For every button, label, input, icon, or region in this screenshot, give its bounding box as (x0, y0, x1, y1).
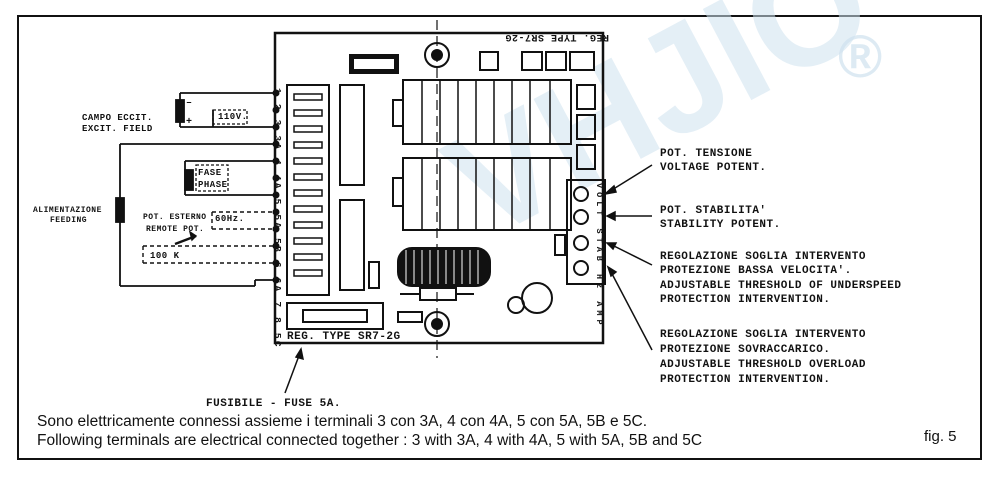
electrolytic-cap-large (521, 282, 553, 314)
label-overload-en-1: ADJUSTABLE THRESHOLD OVERLOAD (660, 359, 866, 371)
label-excit-field: EXCIT. FIELD (82, 124, 153, 134)
label-pot-stabilita: POT. STABILITA' (660, 205, 767, 217)
label-pot-esterno: POT. ESTERNO (143, 213, 207, 222)
label-underspeed-en-2: PROTECTION INTERVENTION. (660, 294, 831, 306)
label-alimentazione: ALIMENTAZIONE (33, 206, 102, 215)
terminal-strip-labels: 1 2 3 3A 4 4A 5 5A 5B 6 6A 7 8 5C (272, 88, 283, 349)
pot-hz (573, 235, 589, 251)
fuse (302, 309, 368, 323)
wiring-feeding (115, 143, 276, 287)
figure-frame (17, 15, 982, 460)
pot-amp (573, 260, 589, 276)
label-overload-en-2: PROTECTION INTERVENTION. (660, 374, 831, 386)
top-component-3 (521, 51, 543, 71)
label-overload-it-1: REGOLAZIONE SOGLIA INTERVENTO (660, 329, 866, 341)
label-minus: – (186, 98, 193, 109)
label-underspeed-it-2: PROTEZIONE BASSA VELOCITA'. (660, 265, 852, 277)
resistor (419, 287, 457, 301)
adjust-panel (566, 179, 606, 285)
label-overload-it-2: PROTEZIONE SOVRACCARICO. (660, 344, 831, 356)
label-fase: FASE (198, 168, 222, 178)
label-stability-potent: STABILITY POTENT. (660, 219, 781, 231)
label-underspeed-en-1: ADJUSTABLE THRESHOLD OF UNDERSPEED (660, 280, 902, 292)
mounting-hole-bottom (424, 311, 450, 337)
small-component (368, 261, 380, 289)
capacitor-lower (339, 199, 365, 291)
mounting-hole-top (424, 42, 450, 68)
heatsink-lower (402, 157, 572, 231)
top-component-5 (569, 51, 595, 71)
fuse-holder (286, 302, 384, 330)
watermark-registered-mark: ® (838, 23, 883, 90)
figure-number: fig. 5 (924, 428, 957, 445)
label-110v: 110V. (218, 112, 248, 122)
label-60hz: 60Hz. (215, 214, 245, 224)
label-100k: 100 K (150, 251, 180, 261)
wiring-remote-pot (142, 211, 276, 264)
adjust-strip-labels: VOLT STAB Hz AMP (594, 183, 604, 329)
label-pot-tensione: POT. TENSIONE (660, 148, 753, 160)
label-underspeed-it-1: REGOLAZIONE SOGLIA INTERVENTO (660, 251, 866, 263)
label-remote-pot: REMOTE POT. (146, 225, 205, 234)
regulator-board (273, 31, 605, 345)
terminal-screws (272, 89, 280, 284)
label-plus: + (186, 117, 193, 128)
label-feeding: FEEDING (50, 216, 88, 225)
board-title-bottom: REG. TYPE SR7-2G (287, 331, 401, 343)
pointer-arrows (284, 164, 653, 394)
terminal-block (286, 84, 330, 296)
heatsink-upper (402, 79, 572, 145)
wiring-phase (184, 160, 276, 196)
label-phase: PHASE (198, 180, 228, 190)
coil (397, 247, 491, 287)
pot-stab (573, 209, 589, 225)
electrolytic-cap-small (507, 296, 525, 314)
label-fuse: FUSIBILE - FUSE 5A. (206, 398, 341, 410)
top-component-4 (545, 51, 567, 71)
wiring-excitation-field (175, 92, 276, 128)
label-campo-eccit: CAMPO ECCIT. (82, 113, 153, 123)
label-voltage-potent: VOLTAGE POTENT. (660, 162, 767, 174)
note-italian: Sono elettricamente connessi assieme i t… (37, 413, 647, 430)
capacitor-upper (339, 84, 365, 186)
board-title-top: REG. TYPE SR7-2G (505, 31, 610, 42)
note-english: Following terminals are electrical conne… (37, 432, 703, 449)
terminal-slots (293, 93, 323, 277)
pot-volt (573, 186, 589, 202)
top-component-2 (479, 51, 499, 71)
